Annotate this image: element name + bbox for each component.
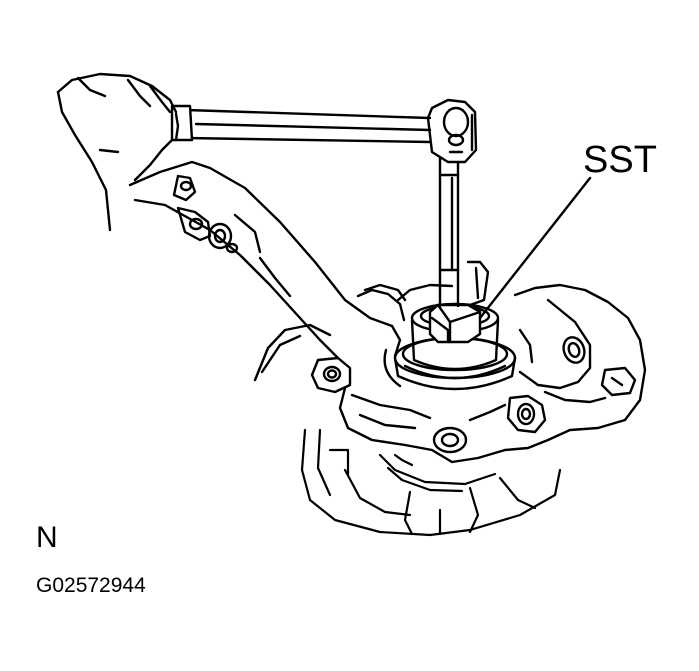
figure-code: G02572944 — [36, 574, 146, 597]
sst-callout-label: SST — [583, 139, 657, 181]
socket-extension — [434, 146, 464, 308]
torque-wrench-handle — [170, 104, 432, 144]
steering-knuckle — [310, 260, 647, 464]
hand — [56, 72, 180, 232]
sst-leader-line — [478, 176, 592, 320]
sst-tool — [428, 303, 482, 344]
wrench-head — [426, 98, 478, 164]
view-label: N — [36, 521, 58, 554]
hub-lower-assembly — [300, 428, 562, 537]
lower-arm — [128, 160, 406, 382]
